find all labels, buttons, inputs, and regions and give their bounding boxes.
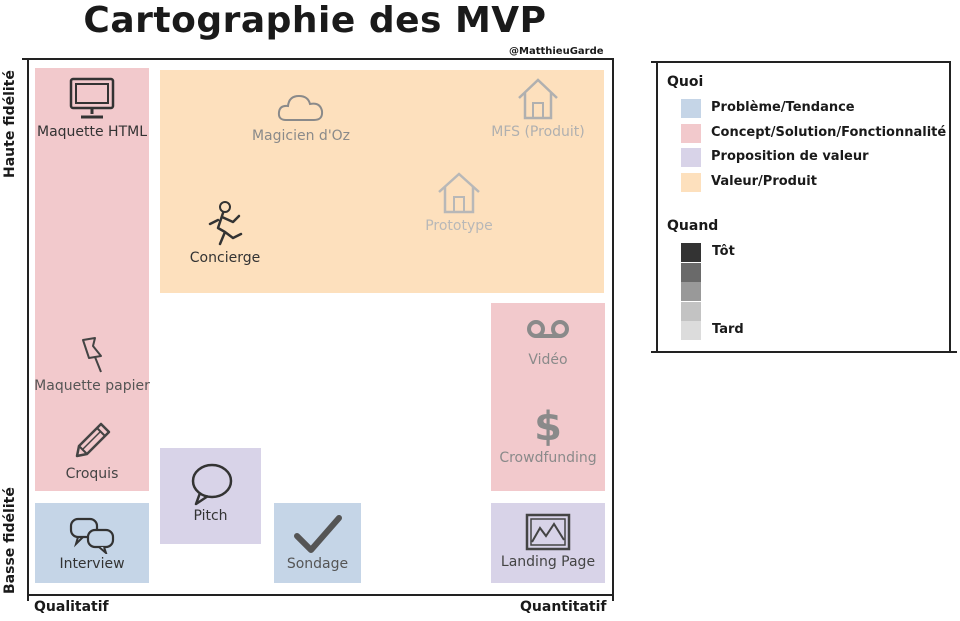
mvp-label: Crowdfunding <box>499 450 597 466</box>
mvp-crowdfunding: $ Crowdfunding <box>491 400 605 466</box>
legend-item-label: Proposition de valeur <box>711 149 869 164</box>
frame-tick <box>27 594 29 601</box>
legend-quand-scale <box>681 243 701 341</box>
frame-tick <box>612 594 614 601</box>
mvp-label: Prototype <box>425 218 493 234</box>
mvp-label: Magicien d'Oz <box>251 128 351 144</box>
house-icon <box>438 172 480 214</box>
mvp-interview: Interview <box>35 516 149 572</box>
legend-quoi-list: Problème/Tendance Concept/Solution/Fonct… <box>681 97 951 197</box>
speech-bubble-icon <box>191 463 232 506</box>
svg-text:$: $ <box>534 404 562 448</box>
x-axis-label-left: Qualitatif <box>34 599 109 615</box>
mvp-croquis: Croquis <box>35 418 149 482</box>
mvp-label: Pitch <box>193 508 228 524</box>
running-person-icon <box>208 201 243 246</box>
frame-tick <box>22 58 28 60</box>
author-credit: @MatthieuGarde <box>509 46 604 57</box>
mvp-label: Sondage <box>286 556 349 572</box>
legend-swatch <box>681 99 701 118</box>
mvp-label: Croquis <box>65 466 119 482</box>
zone-proposition-landing <box>491 503 605 583</box>
mvp-label: Vidéo <box>528 352 568 368</box>
frame-tick <box>651 61 657 63</box>
legend-swatch <box>681 173 701 192</box>
frame-tick <box>949 351 957 353</box>
monitor-icon <box>69 77 115 119</box>
dollar-icon: $ <box>534 404 562 448</box>
voicemail-icon <box>527 320 569 338</box>
x-axis-label-right: Quantitatif <box>520 599 607 615</box>
mvp-landing-page: Landing Page <box>491 512 605 570</box>
chat-bubbles-icon <box>69 517 115 554</box>
mvp-maquette-html: Maquette HTML <box>35 76 149 140</box>
checkmark-icon <box>293 515 342 553</box>
zone-concept-left <box>35 68 149 491</box>
mvp-label: Maquette HTML <box>36 124 148 140</box>
time-swatch <box>681 262 701 282</box>
legend-swatch <box>681 148 701 167</box>
frame-tick <box>651 351 657 353</box>
mvp-magicien-oz: Magicien d'Oz <box>245 90 357 144</box>
mvp-label: Interview <box>59 556 125 572</box>
mvp-label: Maquette papier <box>34 378 150 394</box>
mvp-pitch: Pitch <box>160 462 261 524</box>
legend-item-label: Problème/Tendance <box>711 100 855 115</box>
y-axis-label-low: Basse fidélité <box>2 487 18 594</box>
legend-item-label: Concept/Solution/Fonctionnalité <box>711 125 947 140</box>
time-swatch <box>681 282 701 301</box>
mvp-maquette-papier: Maquette papier <box>33 336 151 394</box>
legend-quoi-title: Quoi <box>667 74 704 90</box>
mvp-label: MFS (Produit) <box>491 124 585 140</box>
mvp-mfs-produit: MFS (Produit) <box>482 76 594 140</box>
time-swatch <box>681 321 701 340</box>
mvp-label: Landing Page <box>500 554 596 570</box>
house-icon <box>518 78 558 120</box>
legend-quand-title: Quand <box>667 218 719 234</box>
page-title: Cartographie des MVP <box>83 0 547 41</box>
map-frame <box>27 58 614 596</box>
time-swatch <box>681 301 701 321</box>
cloud-icon <box>277 94 324 121</box>
legend-item-label: Valeur/Produit <box>711 174 817 189</box>
mvp-prototype: Prototype <box>403 170 515 234</box>
mvp-video: Vidéo <box>491 318 605 368</box>
mvp-concierge: Concierge <box>175 200 275 266</box>
image-icon <box>525 513 571 551</box>
zone-valeur-produit <box>160 70 604 293</box>
mvp-label: Concierge <box>189 250 261 266</box>
legend-box <box>656 61 951 353</box>
legend-quand-late: Tard <box>712 322 744 337</box>
pencil-icon <box>75 422 111 458</box>
legend-swatch <box>681 124 701 143</box>
time-swatch <box>681 243 701 262</box>
legend-quand-early: Tôt <box>712 244 735 259</box>
mvp-sondage: Sondage <box>274 514 361 572</box>
pushpin-icon <box>82 337 102 373</box>
y-axis-label-high: Haute fidélité <box>2 70 18 178</box>
